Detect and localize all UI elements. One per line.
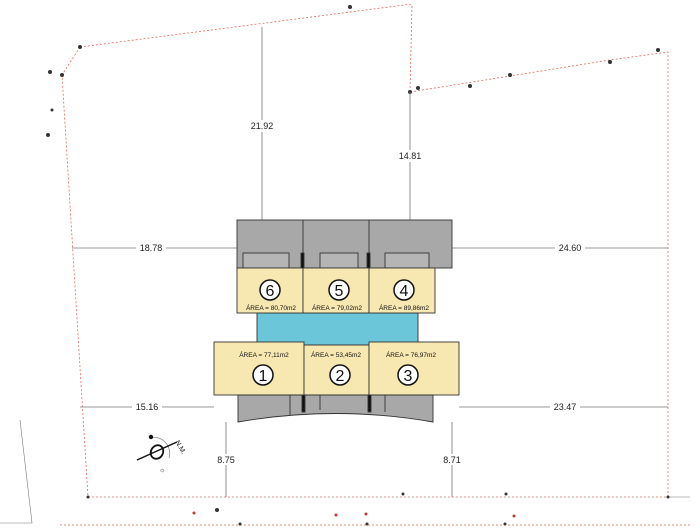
unit-area-4: ÁREA = 89,86m2 (379, 303, 429, 312)
dim-8-75: 8.75 (217, 455, 235, 465)
unit-number-5: 5 (335, 283, 344, 300)
north-label: N.M. (173, 440, 186, 456)
neighbor-lines (0, 419, 690, 524)
sun-icon: ☼ (159, 467, 165, 474)
unit-number-6: 6 (266, 283, 275, 300)
unit-area-1: ÁREA = 77,11m2 (239, 350, 289, 359)
unit-number-2: 2 (336, 368, 345, 385)
unit-area-6: ÁREA = 80,70m2 (246, 303, 296, 312)
dim-15-16: 15.16 (136, 402, 159, 412)
dim-8-71: 8.71 (443, 455, 461, 465)
unit-area-3: ÁREA = 76,97m2 (386, 350, 436, 359)
unit-number-1: 1 (259, 368, 268, 385)
unit-area-2: ÁREA = 53,45m2 (311, 350, 361, 359)
dim-18-78: 18.78 (140, 243, 163, 253)
dim-21-92: 21.92 (251, 121, 274, 131)
unit-number-4: 4 (400, 283, 409, 300)
unit-labels (252, 279, 419, 386)
dim-24-60: 24.60 (559, 243, 582, 253)
survey-markers (46, 5, 670, 526)
dim-23-47: 23.47 (554, 402, 577, 412)
unit-number-3: 3 (404, 368, 413, 385)
building (213, 219, 460, 423)
unit-area-5: ÁREA = 79,02m2 (312, 303, 362, 312)
dimension-labels: 21.92 14.81 18.78 24.60 15.16 23.47 8.75… (132, 120, 585, 465)
common-area (256, 312, 419, 346)
north-arrow-icon: ☼ N.M. (136, 434, 187, 474)
dim-14-81: 14.81 (399, 151, 422, 161)
roof-bottom (237, 394, 434, 423)
